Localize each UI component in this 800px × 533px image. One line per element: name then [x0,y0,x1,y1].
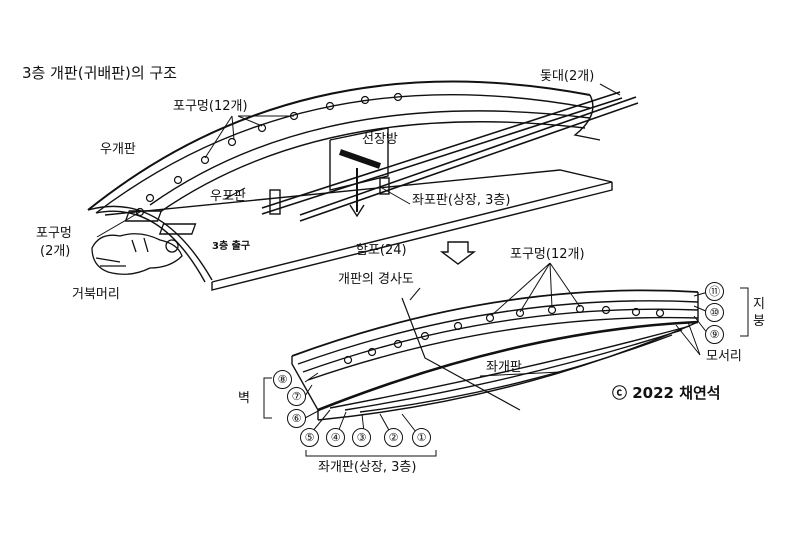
label-turtle-head: 거북머리 [72,287,120,302]
label-left-roof: 좌개판 [486,360,522,375]
label-left-gun-deck: 좌포판(상장, 3층) [412,193,511,208]
label-bottom-caption: 좌개판(상장, 3층) [318,460,417,475]
number-10: ⑩ [705,303,724,322]
label-gun-port-head-count: (2개) [40,244,71,259]
label-copyright: ⓒ 2022 채연석 [612,384,721,402]
label-captain-cabin: 선장방 [362,132,398,147]
label-right-gun-deck: 우포판 [210,189,246,204]
label-right-roof: 우개판 [100,142,136,157]
label-gun-ports-bottom: 포구멍(12개) [510,247,585,262]
number-2: ② [384,428,403,447]
cannon [339,149,381,218]
number-3: ③ [352,428,371,447]
label-deck-slope: 개판의 경사도 [338,272,414,287]
label-roof-group: 지붕 [753,297,765,329]
label-gun-ports-top: 포구멍(12개) [173,99,248,114]
number-11: ⑪ [705,282,724,301]
label-corner: 모서리 [706,349,742,364]
number-9: ⑨ [705,325,724,344]
label-gun-port-head: 포구멍 [36,226,72,241]
down-arrow-icon [439,241,477,265]
lower-roof [291,289,699,421]
lower-gun-ports [343,304,665,365]
leader-lines [96,83,749,457]
turtle-head [91,233,183,275]
label-wall: 벽 [238,391,250,406]
number-8: ⑧ [273,370,292,389]
number-5: ⑤ [300,428,319,447]
label-cannons: 함포(24) [356,243,407,258]
diagram-title: 3층 개판(귀배판)의 구조 [22,64,177,82]
label-masts: 돛대(2개) [540,69,595,84]
number-1: ① [412,428,431,447]
number-6: ⑥ [287,409,306,428]
upper-deck [104,169,613,291]
upper-roof [87,80,601,283]
label-floor3-exit: 3층 출구 [212,241,251,252]
number-7: ⑦ [287,387,306,406]
number-4: ④ [326,428,345,447]
